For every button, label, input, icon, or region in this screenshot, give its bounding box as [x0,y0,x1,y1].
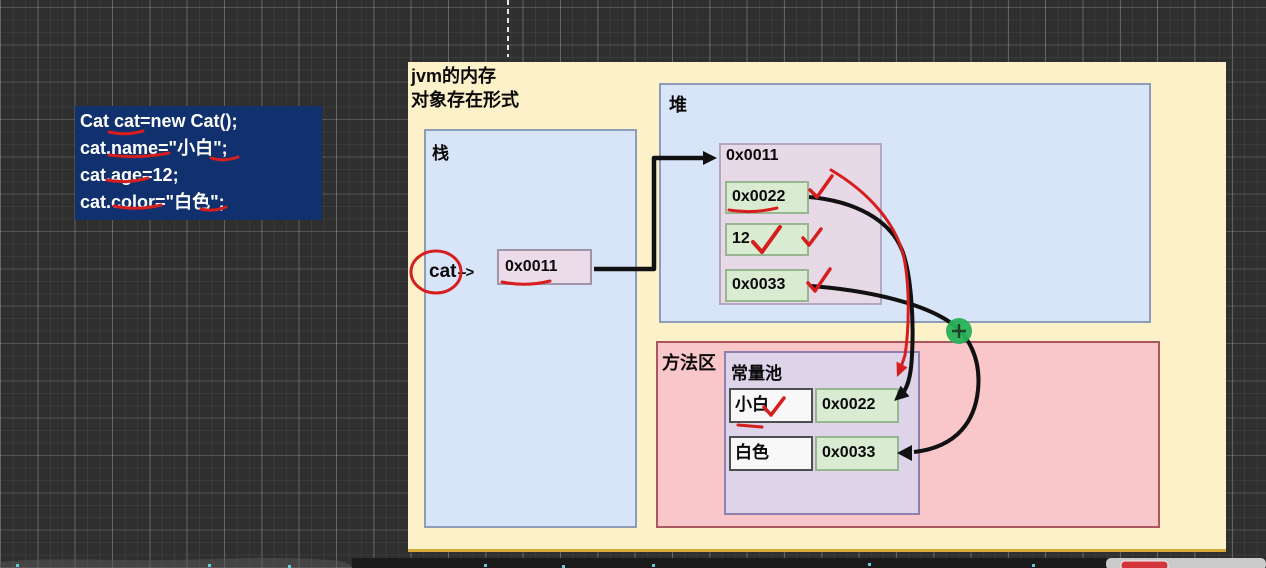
pointer-text: --> [457,264,474,281]
window-edge [352,558,1266,568]
variable-name: cat [429,261,457,282]
heap-region: 堆 0x0011 0x0022 12 0x0033 [659,83,1151,323]
constant-pool-box: 常量池 小白 0x0022 白色 0x0033 [724,351,920,515]
object-field-cell: 0x0033 [725,269,809,302]
object-field-cell: 0x0022 [725,181,809,214]
code-line: cat.name="小白"; [80,138,228,158]
stack-region: 栈 cat--> 0x0011 [424,129,637,528]
recording-indicator [1120,560,1169,568]
object-address: 0x0011 [726,147,779,164]
stack-reference-cell: 0x0011 [497,249,592,285]
pool-address-cell: 0x0033 [815,436,899,471]
waveform-silhouette [0,557,353,568]
heap-label: 堆 [669,95,687,115]
stack-variable-row: cat--> [429,261,474,283]
panel-title: jvm的内存 对象存在形式 [411,64,519,112]
panel-title-line2: 对象存在形式 [411,90,519,110]
pool-value-cell: 白色 [729,436,813,471]
timeline-dots [16,563,1035,568]
pool-value-cell: 小白 [729,388,813,423]
stack-label: 栈 [432,144,449,163]
object-field-cell: 12 [725,223,809,256]
code-snippet-panel: Cat cat=new Cat(); cat.name="小白"; cat.ag… [75,106,322,220]
code-line: cat.color="白色"; [80,192,225,212]
method-area-label: 方法区 [662,353,716,373]
taskbar-strip [0,557,1266,568]
jvm-memory-panel: jvm的内存 对象存在形式 栈 cat--> 0x0011 堆 0x0011 0… [408,62,1226,552]
constant-pool-label: 常量池 [731,364,782,383]
heap-object-box: 0x0011 0x0022 12 0x0033 [719,143,882,305]
pool-address-cell: 0x0022 [815,388,899,423]
panel-title-line1: jvm的内存 [411,66,497,86]
method-area-region: 方法区 常量池 小白 0x0022 白色 0x0033 [656,341,1160,528]
popup-window-corner [1106,558,1266,568]
code-line: Cat cat=new Cat(); [80,111,238,131]
code-line: cat.age=12; [80,165,179,185]
